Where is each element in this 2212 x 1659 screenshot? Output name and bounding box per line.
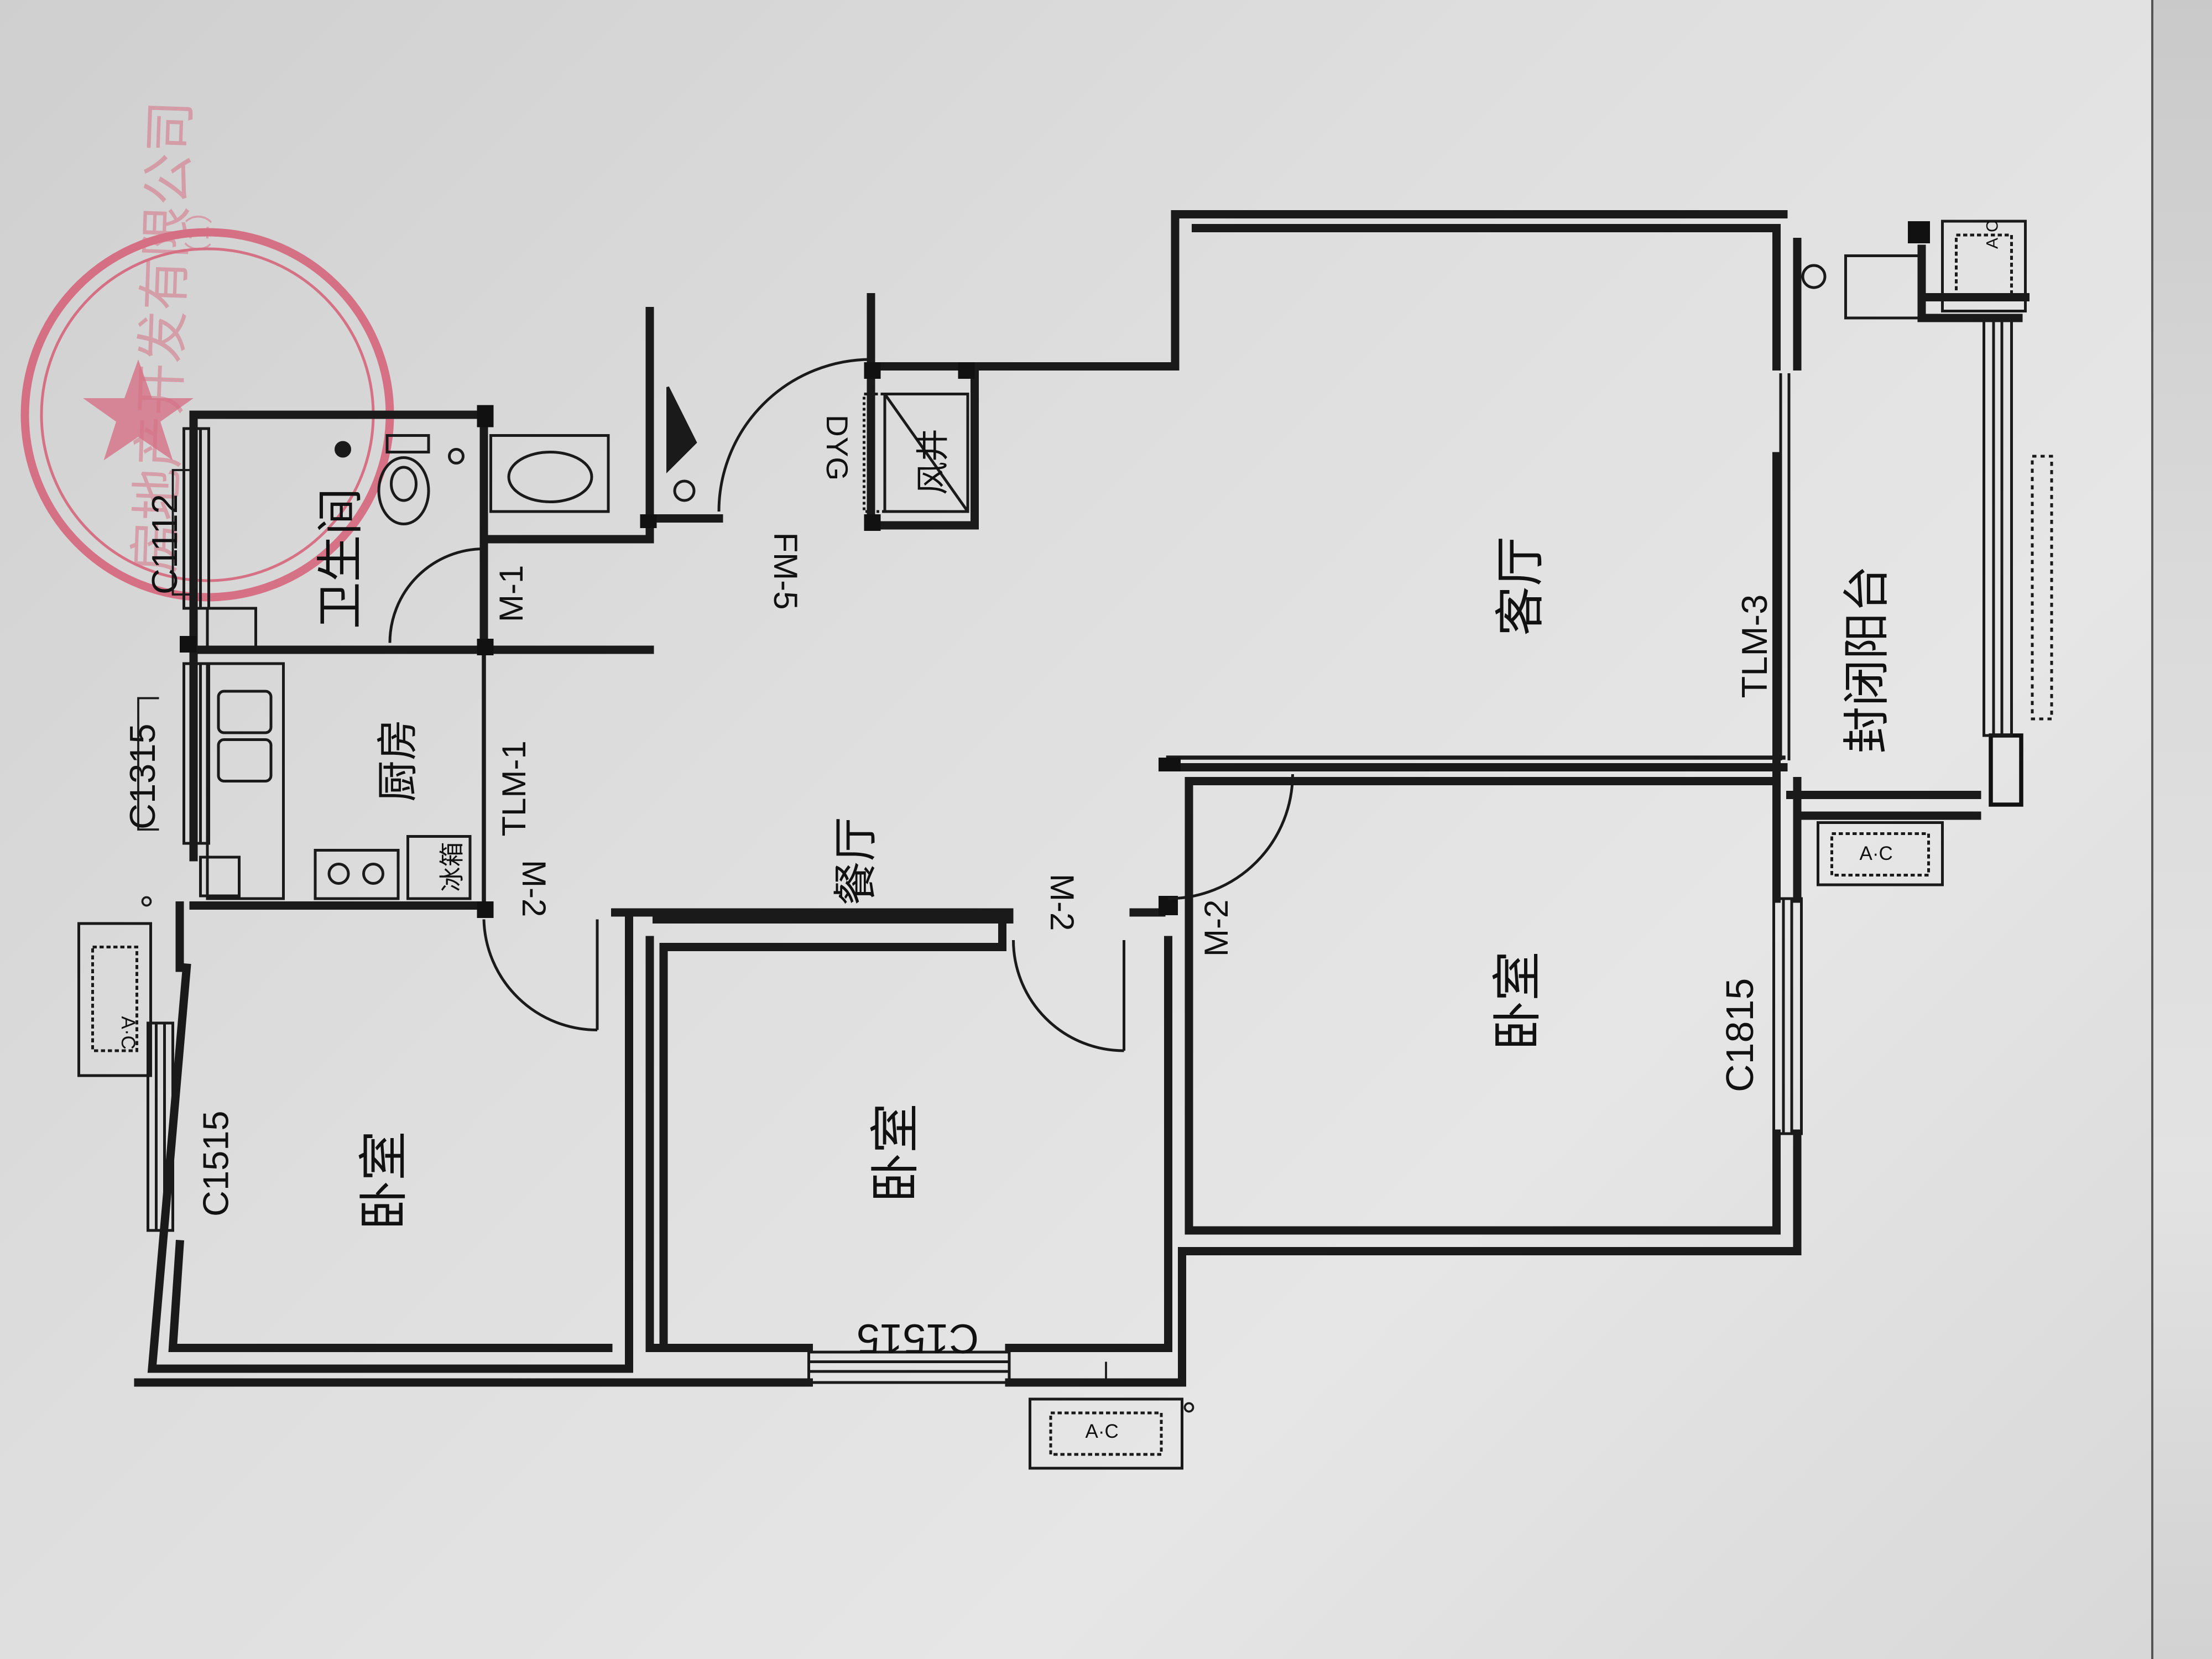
room-label-living: 客厅 xyxy=(1491,536,1550,636)
window-code-c1315: C1315 xyxy=(122,723,163,830)
door-code-tlm3: TLM-3 xyxy=(1734,594,1775,698)
door-code-tlm1: TLM-1 xyxy=(495,740,533,836)
ac-label-south: A·C xyxy=(1086,1421,1119,1442)
seal-subtext: （1） xyxy=(182,196,217,270)
door-swings xyxy=(388,358,1294,1052)
ac-label-east: A·C xyxy=(1860,843,1893,864)
room-label-bedroom-middle: 卧室 xyxy=(867,1103,925,1203)
dimension-marks xyxy=(137,469,1194,1413)
shaft xyxy=(666,386,969,513)
windows xyxy=(147,319,2053,1384)
door-code-m2-dining: M-2 xyxy=(1044,874,1081,931)
floor-plan-drawing: 房地产开发有限公司 （1） xyxy=(20,100,2053,1470)
room-label-dining: 餐厅 xyxy=(830,817,881,906)
ac-units xyxy=(77,220,2027,1470)
window-code-c1515-south: C1515 xyxy=(857,1316,979,1362)
door-code-dyg: DYG xyxy=(820,415,854,481)
wall-columns xyxy=(180,221,2023,918)
room-label-kitchen: 厨房 xyxy=(373,719,422,802)
door-code-m1: M-1 xyxy=(493,565,530,622)
room-label-bedroom-east: 卧室 xyxy=(1489,951,1547,1051)
bathroom-fixtures xyxy=(206,434,610,649)
room-label-bathroom: 卫生间 xyxy=(314,488,368,629)
window-code-c1515-west: C1515 xyxy=(196,1110,236,1217)
floor-plan-paper: 房地产开发有限公司 （1） xyxy=(0,0,2153,1659)
window-code-c1112: C1112 xyxy=(144,494,185,594)
balcony-fixtures xyxy=(1801,254,1923,320)
walls xyxy=(134,210,2030,1387)
room-label-bedroom-west: 卧室 xyxy=(355,1131,413,1230)
window-code-c1815: C1815 xyxy=(1718,978,1761,1092)
room-label-shaft: 风井 xyxy=(914,429,953,495)
room-label-balcony: 封闭阳台 xyxy=(1840,565,1895,753)
door-code-fm5: FM-5 xyxy=(767,533,804,610)
ac-label-west: A·C xyxy=(117,1016,139,1050)
kitchen-fixtures xyxy=(199,662,472,900)
fixture-label-fridge: 冰箱 xyxy=(437,842,467,891)
door-code-m2-kitchen: M-2 xyxy=(515,860,552,917)
door-code-m2-bedroom: M-2 xyxy=(1198,900,1235,957)
ac-label-balcony: A·C xyxy=(1984,220,2002,249)
